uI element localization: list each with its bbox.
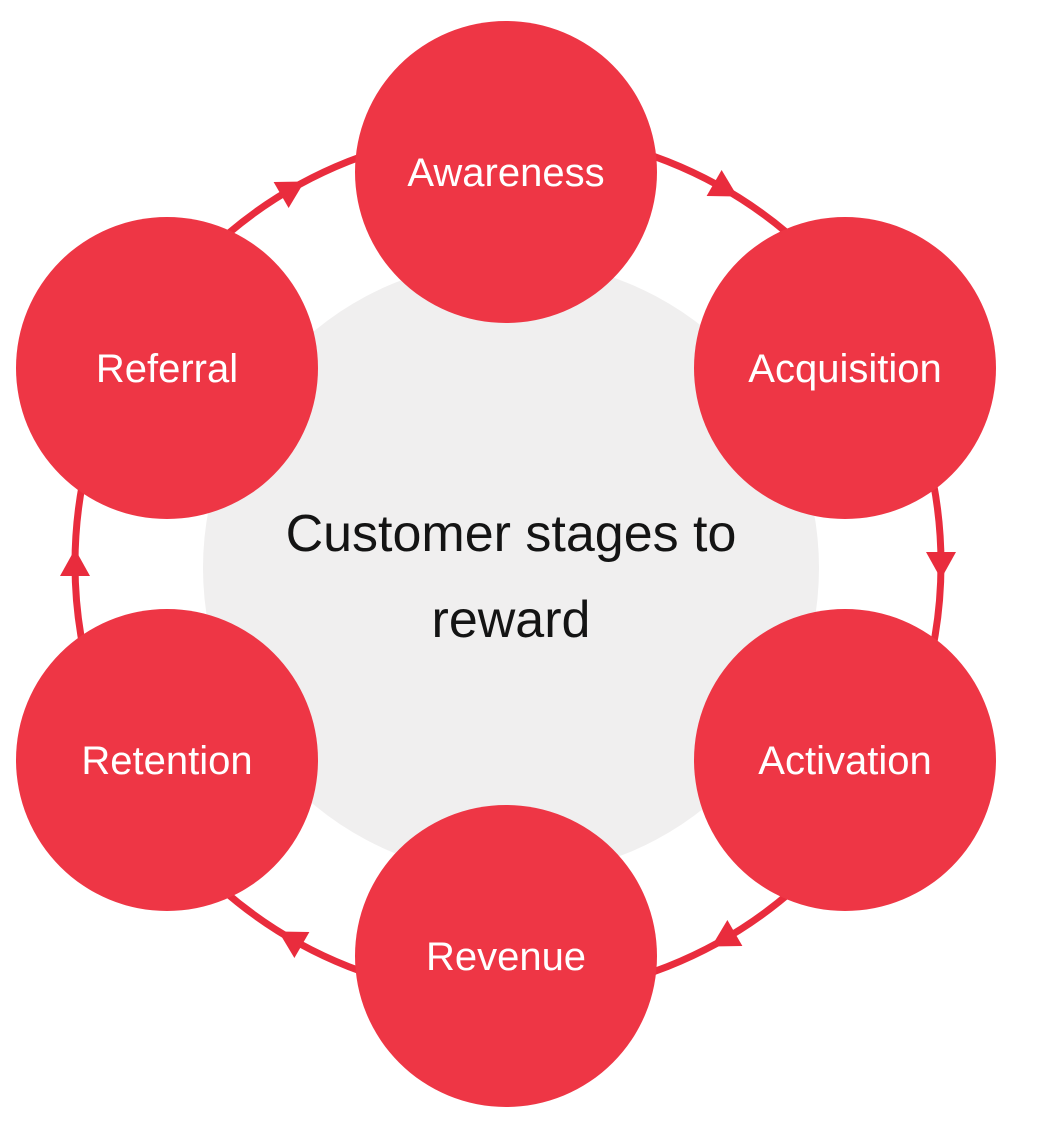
stage-circle [694, 217, 996, 519]
arrow-icon-bottom-left [278, 931, 310, 958]
stage-label: Referral [96, 347, 238, 391]
stage-label: Activation [758, 739, 931, 783]
stage-circle [355, 805, 657, 1107]
stage-node-acquisition: Acquisition [694, 217, 996, 519]
diagram-title: Customer stages to reward [286, 505, 737, 649]
stage-node-referral: Referral [16, 217, 318, 519]
stage-node-retention: Retention [16, 609, 318, 911]
stage-node-activation: Activation [694, 609, 996, 911]
stage-label: Acquisition [748, 347, 941, 391]
arrow-icon-top-right [706, 170, 738, 197]
stage-node-awareness: Awareness [355, 21, 657, 323]
diagram-title-line-2: reward [432, 591, 591, 649]
stage-label: Retention [81, 739, 252, 783]
center-circle [203, 260, 819, 876]
stage-circle [16, 609, 318, 911]
stage-circle [16, 217, 318, 519]
stage-circle [355, 21, 657, 323]
stage-label: Awareness [407, 151, 604, 195]
stage-circle [694, 609, 996, 911]
arrow-icon-right [926, 552, 956, 579]
arrow-icon-bottom-right [711, 920, 743, 947]
stage-label: Revenue [426, 935, 586, 979]
arrow-icon-left [60, 549, 90, 576]
arrow-icon-top-left [273, 181, 305, 208]
diagram-title-line-1: Customer stages to [286, 505, 737, 563]
stage-node-revenue: Revenue [355, 805, 657, 1107]
